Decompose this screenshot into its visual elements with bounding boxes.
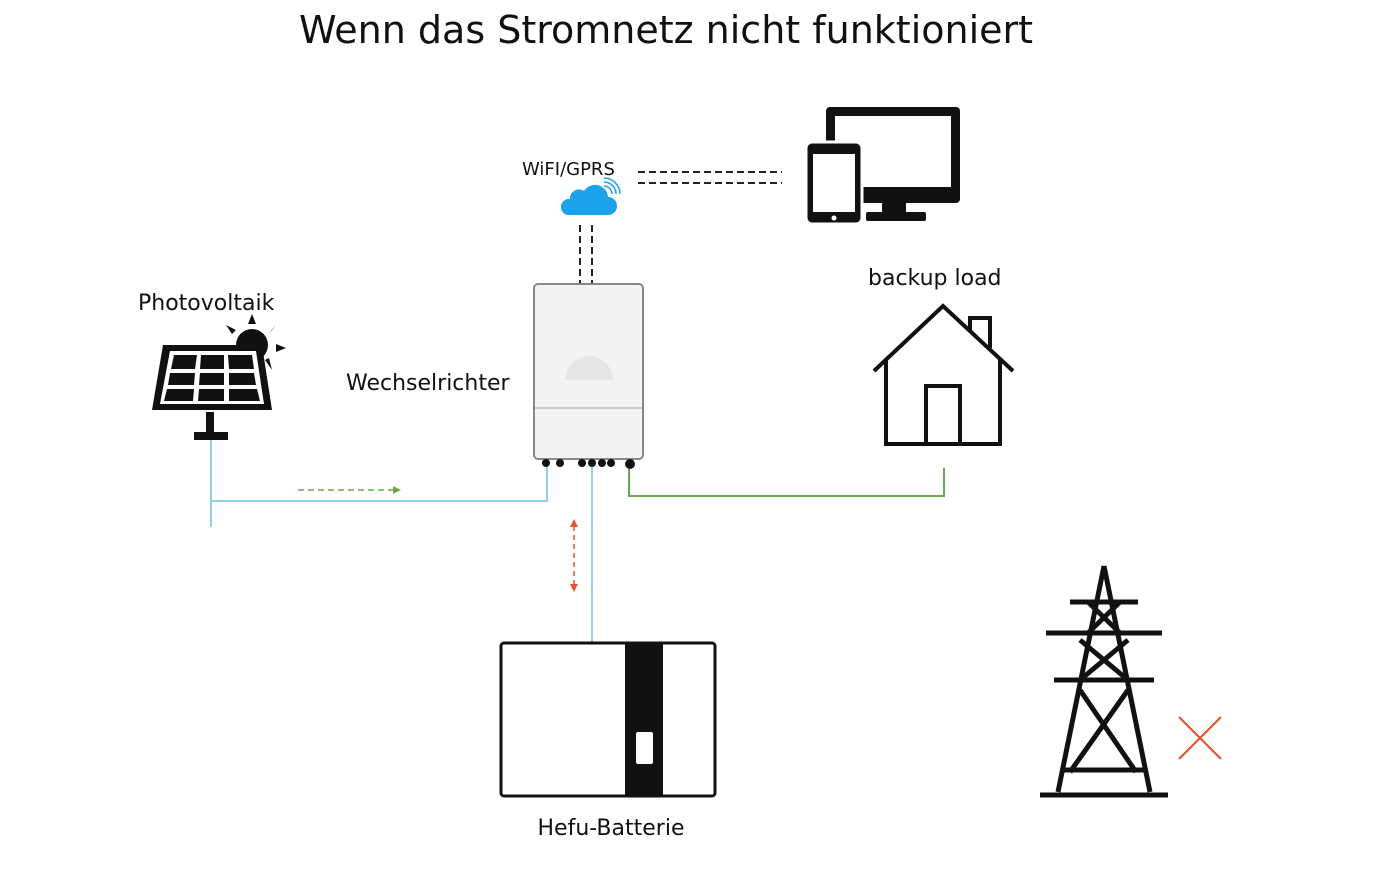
pv-label: Photovoltaik — [138, 291, 275, 316]
battery-flow-arrow — [570, 519, 578, 592]
house-icon — [872, 303, 1015, 446]
inverter-icon — [533, 283, 644, 469]
pv-inverter-line — [211, 467, 548, 502]
battery-label: Hefu-Batterie — [538, 816, 685, 841]
tablet-icon — [804, 140, 864, 226]
load-label: backup load — [868, 266, 1002, 291]
inverter-label: Wechselrichter — [346, 371, 511, 396]
cross-icon — [1178, 716, 1222, 760]
battery-icon — [499, 641, 717, 798]
pv-flow-arrow — [298, 486, 401, 494]
page-title: Wenn das Stromnetz nicht funktioniert — [299, 8, 1033, 52]
cloud-wifi-icon — [560, 177, 621, 215]
power-tower-icon — [1040, 565, 1168, 798]
solar-panel-icon — [152, 345, 272, 440]
load-line — [628, 468, 945, 497]
wifi-label: WiFI/GPRS — [522, 159, 615, 180]
wifi-dashed-link — [579, 171, 782, 284]
